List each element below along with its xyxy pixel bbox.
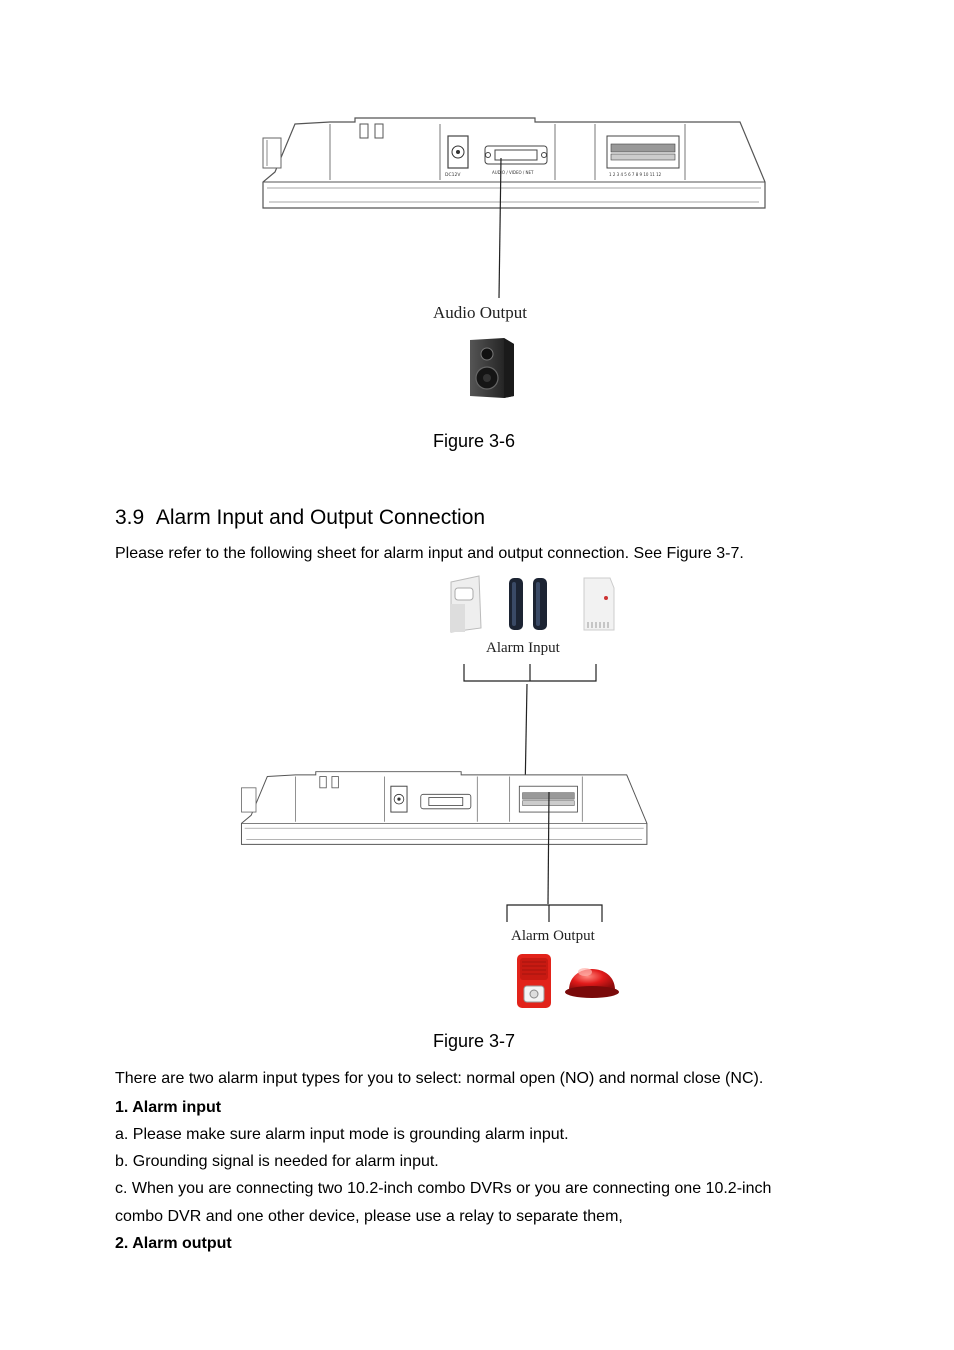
alarm-input-heading: 1. Alarm input (115, 1099, 221, 1117)
section-heading: 3.9 Alarm Input and Output Connection (115, 506, 485, 530)
smoke-detector-icon (578, 574, 620, 634)
alarm-types-text: There are two alarm input types for you … (115, 1070, 763, 1088)
alarm-output-heading: 2. Alarm output (115, 1235, 232, 1253)
dc-label: DC12V (445, 172, 461, 178)
strobe-light-icon (563, 952, 621, 1000)
section-title: Alarm Input and Output Connection (156, 506, 485, 529)
alarm-input-item-b: b. Grounding signal is needed for alarm … (115, 1153, 439, 1171)
audio-output-label: Audio Output (433, 303, 527, 323)
alarm-input-item-a: a. Please make sure alarm input mode is … (115, 1126, 569, 1144)
alarm-input-item-c-line2: combo DVR and one other device, please u… (115, 1208, 623, 1226)
siren-icon (514, 952, 554, 1010)
section-number: 3.9 (115, 506, 144, 529)
pir-detector-icon (445, 574, 487, 634)
audio-leader-line (495, 158, 505, 300)
figure-caption-3-7: Figure 3-7 (433, 1031, 515, 1052)
terminal-label: 1 2 3 4 5 6 7 8 9 10 11 12 (609, 172, 662, 177)
section-intro: Please refer to the following sheet for … (115, 545, 744, 563)
figure-caption-3-6: Figure 3-6 (433, 431, 515, 452)
speaker-icon (468, 336, 516, 400)
beam-sensor-icon (503, 574, 553, 634)
alarm-input-item-c-line1: c. When you are connecting two 10.2-inch… (115, 1180, 771, 1198)
device-rear-panel-figure-3-6: DC12V AUDIO / VIDEO / NET 1 2 3 4 5 6 7 … (255, 110, 775, 220)
alarm-output-connector-lines (502, 790, 608, 924)
alarm-input-label: Alarm Input (486, 640, 560, 657)
alarm-output-label: Alarm Output (511, 928, 595, 945)
